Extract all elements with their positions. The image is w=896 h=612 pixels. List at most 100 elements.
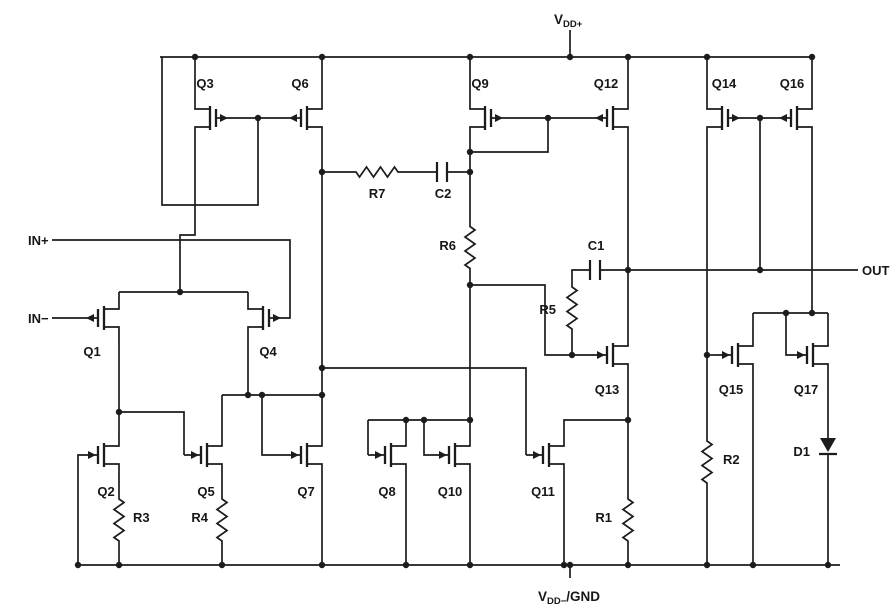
drain-lead xyxy=(469,92,485,110)
port-label-in-plus: IN+ xyxy=(28,233,49,248)
source-lead xyxy=(391,463,407,481)
vss-rail-label: VDD−/GND xyxy=(538,589,600,607)
label-Q13: Q13 xyxy=(595,382,620,397)
label-D1: D1 xyxy=(793,444,810,459)
junction-dot xyxy=(466,561,474,569)
source-lead xyxy=(549,463,565,481)
drain-lead xyxy=(307,92,323,110)
nmos-arrow-icon xyxy=(191,451,199,459)
source-lead xyxy=(613,363,629,381)
resistor-R6-symbol xyxy=(463,225,477,270)
transistor-Q10-symbol xyxy=(432,429,471,481)
wire xyxy=(423,420,432,456)
drain-lead xyxy=(207,429,223,447)
junction-dot xyxy=(624,416,632,424)
wire xyxy=(119,411,185,455)
junction-dot xyxy=(258,391,266,399)
junction-dot xyxy=(466,148,474,156)
junction-dot xyxy=(703,53,711,61)
nmos-arrow-icon xyxy=(88,451,96,459)
wire xyxy=(52,239,291,319)
transistor-Q16-symbol xyxy=(774,92,813,144)
transistor-Q2-symbol xyxy=(81,429,120,481)
junction-dot xyxy=(115,561,123,569)
pmos-arrow-icon xyxy=(495,114,503,122)
pmos-arrow-icon xyxy=(86,314,94,322)
resistor-R1-symbol xyxy=(621,495,635,545)
transistor-Q6-symbol xyxy=(284,92,323,144)
wire xyxy=(179,144,196,292)
drain-lead xyxy=(455,429,471,447)
junction-dot xyxy=(191,53,199,61)
junction-dot xyxy=(703,351,711,359)
wire-layer xyxy=(52,30,858,578)
label-C1: C1 xyxy=(588,238,605,253)
resistor-R5-symbol xyxy=(565,286,579,330)
diode-anode-triangle xyxy=(820,438,836,452)
drain-lead xyxy=(307,429,323,447)
diode-D1-symbol xyxy=(819,438,837,456)
wire xyxy=(470,284,590,356)
junction-dot xyxy=(254,114,262,122)
drain-lead xyxy=(613,92,629,110)
drain-lead xyxy=(104,429,120,447)
label-R5: R5 xyxy=(539,302,556,317)
transistor-Q5-symbol xyxy=(184,429,223,481)
junction-dot xyxy=(568,351,576,359)
source-lead xyxy=(469,126,485,144)
junction-dot xyxy=(749,561,757,569)
junction-dot xyxy=(566,561,574,569)
transistor-Q17-symbol xyxy=(790,329,829,381)
junction-dot xyxy=(566,53,574,61)
junction-dot xyxy=(824,561,832,569)
component-layer xyxy=(81,92,837,545)
transistor-Q14-symbol xyxy=(706,92,745,144)
port-label-in-minus: IN− xyxy=(28,311,49,326)
junction-dot xyxy=(560,561,568,569)
transistor-Q7-symbol xyxy=(284,429,323,481)
label-Q17: Q17 xyxy=(794,382,819,397)
drain-lead xyxy=(104,292,120,310)
label-Q5: Q5 xyxy=(197,484,214,499)
pmos-arrow-icon xyxy=(732,114,740,122)
pmos-arrow-icon xyxy=(779,114,787,122)
junction-dot xyxy=(703,561,711,569)
transistor-Q1-symbol xyxy=(81,292,120,344)
transistor-Q4-symbol xyxy=(247,292,286,344)
nmos-arrow-icon xyxy=(597,351,605,359)
junction-dot xyxy=(624,53,632,61)
label-Q8: Q8 xyxy=(378,484,395,499)
source-lead xyxy=(194,126,210,144)
wire xyxy=(470,117,549,153)
wire xyxy=(563,419,628,429)
label-Q11: Q11 xyxy=(531,484,555,499)
junction-dot xyxy=(544,114,552,122)
capacitor-C2-symbol xyxy=(435,162,449,182)
label-Q15: Q15 xyxy=(719,382,744,397)
wire xyxy=(785,313,790,356)
transistor-Q15-symbol xyxy=(715,329,754,381)
drain-lead xyxy=(194,92,210,110)
resistor-R2-symbol xyxy=(700,437,714,487)
wire xyxy=(322,367,527,455)
vdd-rail-label: VDD+ xyxy=(554,12,583,30)
junction-dot xyxy=(318,168,326,176)
label-R2: R2 xyxy=(723,452,740,467)
source-lead xyxy=(307,126,323,144)
junction-dot xyxy=(318,561,326,569)
junction-dot xyxy=(782,309,790,317)
wire xyxy=(261,395,284,456)
pmos-arrow-icon xyxy=(595,114,603,122)
wire xyxy=(161,57,259,206)
resistor-R3-symbol xyxy=(112,495,126,545)
label-Q16: Q16 xyxy=(780,76,805,91)
junction-dot xyxy=(318,53,326,61)
junction-dot xyxy=(466,53,474,61)
junction-dot xyxy=(756,266,764,274)
source-lead xyxy=(455,463,471,481)
junction-dot xyxy=(756,114,764,122)
nmos-arrow-icon xyxy=(722,351,730,359)
junction-dot xyxy=(318,391,326,399)
